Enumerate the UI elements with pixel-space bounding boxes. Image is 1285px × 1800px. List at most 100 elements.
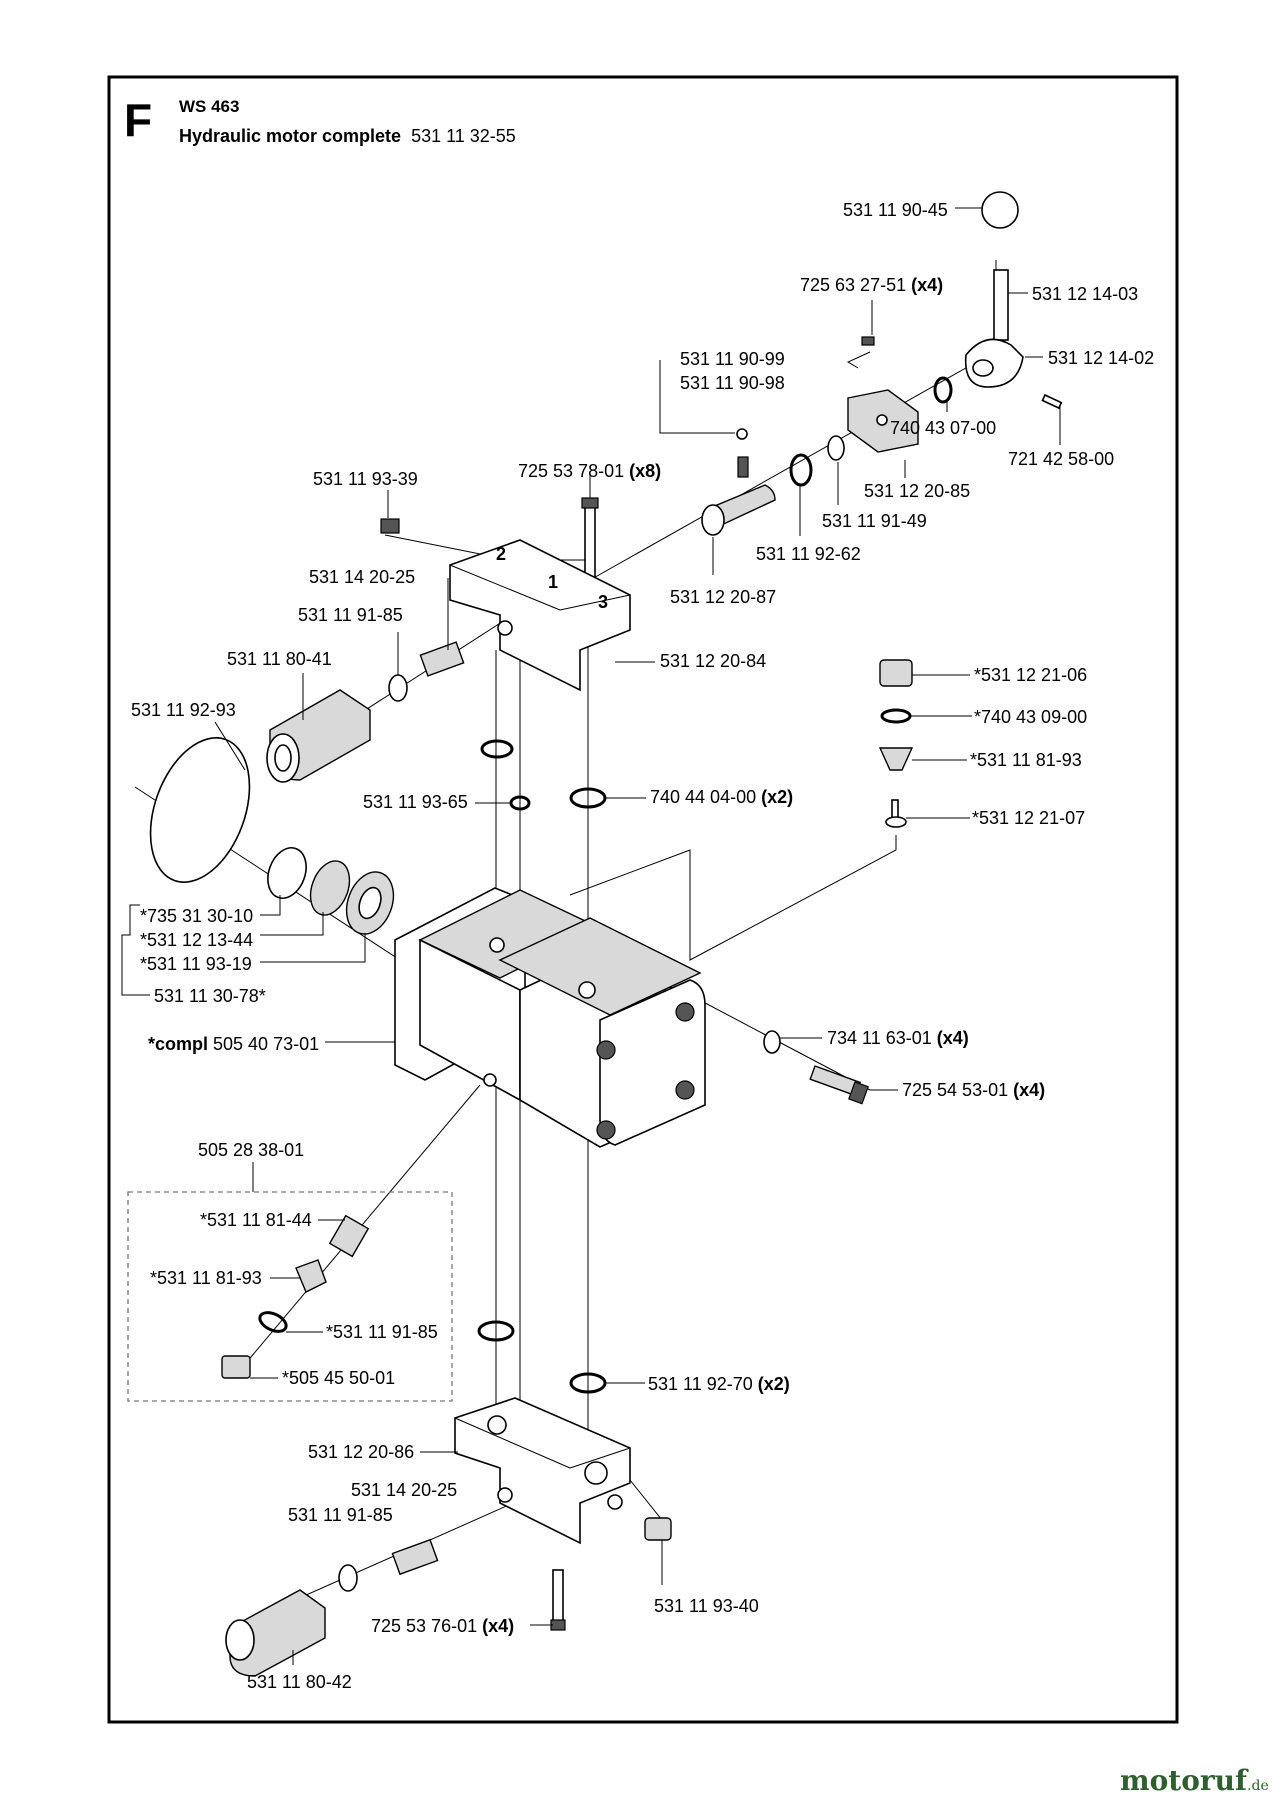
part-label[interactable]: 531 11 92-70(x2) (648, 1374, 790, 1394)
part-label[interactable]: *531 11 93-19 (140, 954, 252, 974)
part-number: 725 53 76-01 (371, 1616, 477, 1636)
watermark-suffix: .de (1247, 1778, 1269, 1794)
motor-side-port (483, 1073, 497, 1087)
part-label[interactable]: *531 11 81-93 (150, 1268, 262, 1288)
part-number: *531 11 81-44 (200, 1210, 312, 1230)
part-label[interactable]: 531 12 20-86 (308, 1442, 414, 1462)
kit-box (127, 1191, 453, 1402)
part-number: 531 12 14-02 (1048, 348, 1154, 368)
part-qty: (x4) (1013, 1080, 1045, 1100)
part-number: 725 63 27-51 (800, 275, 906, 295)
washer (763, 1030, 781, 1054)
part-label[interactable]: 531 14 20-25 (309, 567, 415, 587)
part-qty: (x2) (761, 787, 793, 807)
part-number: *531 12 21-06 (974, 665, 1087, 685)
part-label[interactable]: 721 42 58-00 (1008, 449, 1114, 469)
part-label[interactable]: 531 11 80-42 (247, 1672, 352, 1692)
part-number: 531 11 91-85 (298, 605, 403, 625)
part-label[interactable]: 531 11 90-98 (680, 373, 785, 393)
circlip (267, 847, 307, 899)
part-label[interactable]: 531 12 20-87 (670, 587, 776, 607)
part-label[interactable]: 531 11 90-99 (680, 349, 785, 369)
part-number: 531 11 30-78* (154, 986, 266, 1006)
part-label[interactable]: 531 11 92-62 (756, 544, 861, 564)
part-number: 531 11 80-41 (227, 649, 332, 669)
part-number: 531 14 20-25 (309, 567, 415, 587)
part-label[interactable]: 531 11 92-93 (131, 700, 236, 720)
part-label[interactable]: 725 53 76-01(x4) (371, 1616, 514, 1636)
block-edge (569, 1447, 631, 1469)
part-label[interactable]: 531 12 20-84 (660, 651, 766, 671)
block-edge (449, 564, 561, 611)
part-label[interactable]: *531 12 13-44 (140, 930, 253, 950)
assembly-name: Hydraulic motor complete (179, 126, 401, 146)
part-label[interactable]: *531 12 21-07 (972, 808, 1085, 828)
plug (221, 1355, 251, 1379)
part-label[interactable]: 531 12 14-02 (1048, 348, 1154, 368)
axis-line (569, 835, 897, 961)
assembly-title: Hydraulic motor complete 531 11 32-55 (179, 126, 516, 146)
part-number: 531 11 91-49 (822, 511, 927, 531)
part-label[interactable]: *531 11 81-44 (200, 1210, 312, 1230)
part-label[interactable]: 531 11 91-85 (288, 1505, 393, 1525)
part-label[interactable]: 505 28 38-01 (198, 1140, 304, 1160)
part-label[interactable]: 740 44 04-00(x2) (650, 787, 793, 807)
o-ring (880, 708, 912, 724)
washer (338, 1564, 358, 1592)
port-hole (487, 1415, 507, 1435)
part-label[interactable]: 725 53 78-01(x8) (518, 461, 661, 481)
part-label[interactable]: *531 11 91-85 (326, 1322, 438, 1342)
part-number: 505 28 38-01 (198, 1140, 304, 1160)
end-bolt-head (596, 1120, 616, 1140)
part-label[interactable]: 734 11 63-01(x4) (827, 1028, 969, 1048)
part-label[interactable]: 531 11 80-41 (227, 649, 332, 669)
part-label[interactable]: 725 63 27-51(x4) (800, 275, 943, 295)
part-label[interactable]: 531 12 14-03 (1032, 284, 1138, 304)
motor-port (578, 981, 596, 999)
model-name: WS 463 (179, 97, 239, 116)
part-label[interactable]: 531 12 20-85 (864, 481, 970, 501)
part-number: *531 12 21-07 (972, 808, 1085, 828)
parts-drawing: 1 2 3 (121, 191, 1063, 1677)
part-label[interactable]: 531 11 93-65 (363, 792, 468, 812)
part-label[interactable]: *531 11 81-93 (970, 750, 1082, 770)
part-label[interactable]: 531 11 90-45 (843, 200, 948, 220)
part-label[interactable]: 531 14 20-25 (351, 1480, 457, 1500)
part-number: *740 43 09-00 (974, 707, 1087, 727)
threaded-fitting (391, 1538, 439, 1576)
port-hole (497, 620, 513, 636)
part-label[interactable]: 531 11 91-49 (822, 511, 927, 531)
part-label[interactable]: 531 11 93-40 (654, 1596, 759, 1616)
part-label[interactable]: *735 31 30-10 (140, 906, 253, 926)
part-number: *531 11 81-93 (970, 750, 1082, 770)
port-hole (584, 1461, 608, 1485)
cap (879, 659, 913, 687)
axis-line (846, 351, 871, 369)
part-label[interactable]: 531 11 30-78* (154, 986, 266, 1006)
part-qty: (x4) (937, 1028, 969, 1048)
leader-line (659, 360, 735, 434)
part-label[interactable]: 725 54 53-01(x4) (902, 1080, 1045, 1100)
end-bolt-head (675, 1080, 695, 1100)
leader-line (214, 721, 246, 771)
port-hole (497, 1487, 513, 1503)
o-ring (933, 376, 953, 404)
part-number: *531 11 91-85 (326, 1322, 438, 1342)
part-number: 531 12 14-03 (1032, 284, 1138, 304)
part-label[interactable]: 531 11 91-85 (298, 605, 403, 625)
port-number-2: 2 (496, 544, 506, 564)
part-number: 531 11 93-40 (654, 1596, 759, 1616)
part-number: 531 12 20-84 (660, 651, 766, 671)
part-label[interactable]: 740 43 07-00 (890, 418, 996, 438)
spring (737, 456, 749, 478)
part-label[interactable]: *740 43 09-00 (974, 707, 1087, 727)
part-qty: (x2) (758, 1374, 790, 1394)
part-label[interactable]: *531 12 21-06 (974, 665, 1087, 685)
part-number: 531 11 90-98 (680, 373, 785, 393)
coupling-face (225, 1619, 255, 1661)
part-label[interactable]: 531 11 93-39 (313, 469, 418, 489)
end-bolt-head (675, 1002, 695, 1022)
part-label[interactable]: *505 45 50-01 (282, 1368, 395, 1388)
seal-bore (358, 886, 382, 920)
